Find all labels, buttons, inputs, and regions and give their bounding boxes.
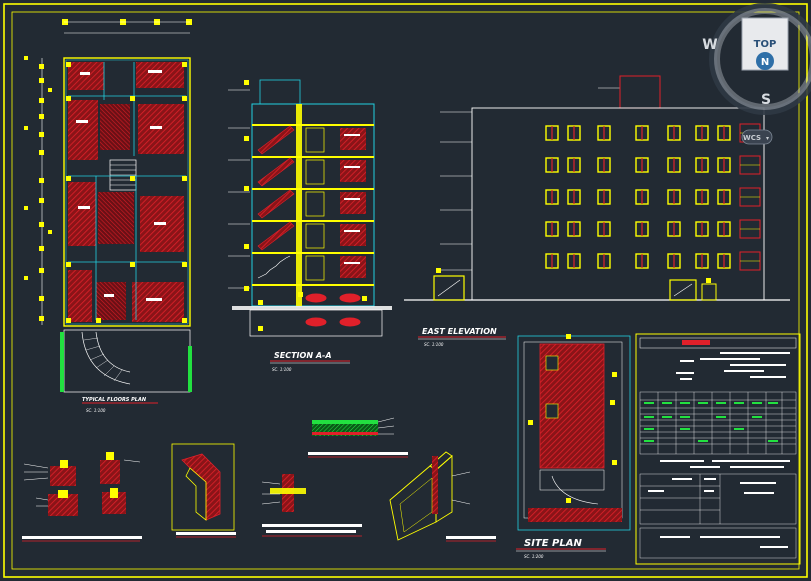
typical-plan-title: TYPICAL FLOORS PLAN [82,397,147,403]
site-plan-title: SITE PLAN [524,538,582,549]
wcs-dropdown-icon: ▾ [766,135,769,142]
wall-details[interactable] [22,417,496,542]
section-title: SECTION A-A [274,351,332,360]
site-plan[interactable]: SITE PLAN SC. 1:200 [516,334,631,559]
site-plan-scale: SC. 1:200 [524,554,544,559]
compass-west-label[interactable]: W [702,37,717,53]
section-scale: SC. 1:100 [272,367,292,372]
compass-south-label[interactable]: S [761,92,771,108]
typical-floor-plan[interactable]: TYPICAL FLOORS PLAN SC. 1:100 [24,19,192,413]
typical-plan-scale: SC. 1:100 [86,408,106,413]
viewcube-top-label: TOP [754,39,777,50]
sheet-border [3,3,808,578]
sheet-inner-border [11,11,800,570]
wcs-menu-button[interactable] [741,129,773,145]
elevation-title: EAST ELEVATION [422,327,497,336]
wcs-label: WCS [743,134,761,142]
compass-north-label: N [761,57,769,68]
elevation-scale: SC. 1:100 [424,342,444,347]
east-elevation[interactable]: EAST ELEVATION SC. 1:100 [404,75,790,347]
viewcube[interactable]: TOP N W S WCS ▾ [702,3,811,145]
section-a-a[interactable]: SECTION A-A SC. 1:100 [228,79,392,372]
north-indicator[interactable] [756,52,774,70]
title-block[interactable] [635,333,801,565]
elevation-windows [545,123,761,271]
